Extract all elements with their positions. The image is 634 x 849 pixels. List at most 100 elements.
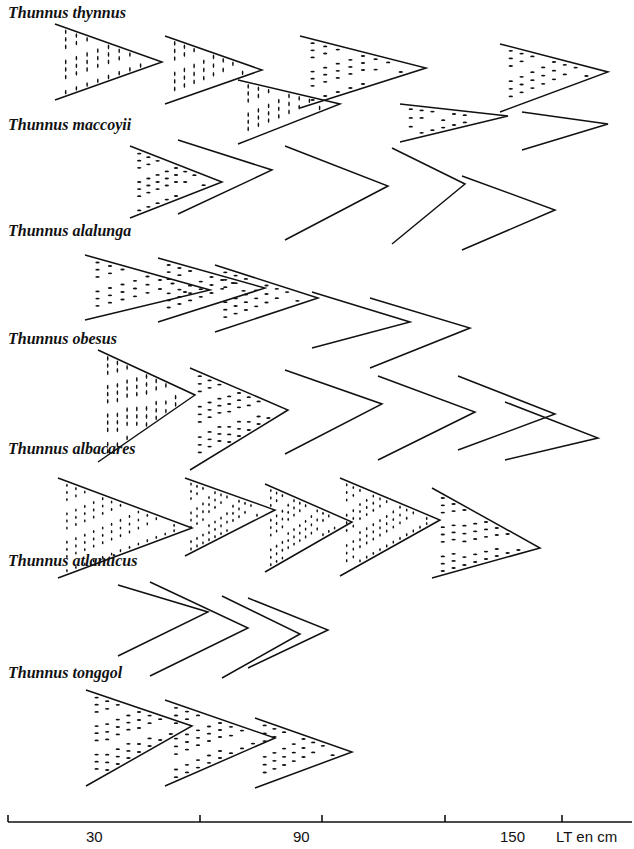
striation-mark (94, 768, 98, 770)
chevron-striation (265, 484, 352, 572)
striation-mark (287, 546, 289, 549)
striation-mark (76, 63, 78, 68)
striation-mark (190, 540, 192, 543)
striation-mark (223, 301, 227, 303)
striation-mark (202, 518, 204, 521)
striation-mark (218, 736, 222, 738)
striation-mark (451, 560, 455, 562)
striation-mark (240, 748, 244, 750)
striation-mark (287, 518, 289, 521)
striation-mark (213, 72, 215, 77)
striation-mark (207, 431, 211, 433)
striation-mark (322, 512, 324, 515)
striation-mark (214, 491, 216, 494)
striation-mark (94, 732, 98, 734)
striation-mark (217, 398, 221, 400)
striation-mark (509, 65, 513, 67)
striation-mark (473, 530, 477, 532)
striation-mark (282, 549, 284, 552)
striation-mark (167, 292, 171, 294)
striation-mark (282, 748, 286, 750)
striation-mark (208, 531, 210, 534)
striation-mark (105, 731, 109, 733)
striation-mark (214, 506, 216, 509)
striation-mark (105, 708, 109, 710)
striation-mark (346, 498, 348, 501)
striation-mark (232, 505, 234, 508)
striation-mark (93, 530, 95, 533)
striation-mark (145, 292, 149, 294)
striation-mark (348, 59, 352, 61)
striation-mark (146, 192, 150, 194)
striation-mark (177, 296, 181, 298)
striation-mark (184, 52, 186, 57)
striation-mark (146, 382, 148, 387)
striation-mark (353, 509, 355, 512)
striation-mark (270, 519, 272, 522)
striation-mark (136, 414, 138, 419)
striation-mark (165, 171, 169, 173)
striation-mark (102, 541, 104, 544)
striation-mark (174, 738, 178, 740)
striation-mark (495, 555, 499, 557)
striation-mark (323, 81, 327, 83)
striation-mark (107, 370, 109, 375)
striation-mark (276, 492, 278, 495)
striation-mark (299, 532, 301, 535)
striation-mark (359, 503, 361, 506)
striation-mark (138, 510, 140, 513)
striation-mark (94, 754, 98, 756)
striation-mark (137, 743, 141, 745)
striation-mark (233, 313, 237, 315)
striation-mark (129, 515, 131, 518)
striation-mark (75, 487, 77, 490)
striation-mark (495, 548, 499, 550)
striation-mark (509, 88, 513, 90)
striation-mark (272, 728, 276, 730)
striation-mark (105, 754, 109, 756)
striation-mark (220, 524, 222, 527)
striation-mark (86, 52, 88, 57)
striation-mark (426, 522, 428, 525)
striation-mark (373, 509, 375, 512)
striation-mark (353, 525, 355, 528)
striation-mark (86, 60, 88, 65)
striation-mark (309, 98, 311, 103)
striation-mark (346, 559, 348, 562)
striation-mark (136, 407, 138, 412)
striation-mark (207, 409, 211, 411)
striation-mark (76, 86, 78, 91)
striation-mark (75, 509, 77, 512)
striation-mark (117, 368, 119, 373)
striation-mark (346, 544, 348, 547)
striation-mark (451, 532, 455, 534)
striation-mark (86, 82, 88, 87)
striation-mark (217, 384, 221, 386)
striation-mark (386, 500, 388, 503)
striation-mark (213, 63, 215, 68)
striation-mark (247, 396, 251, 398)
striation-mark (111, 530, 113, 533)
striation-mark (386, 544, 388, 547)
striation-mark (158, 279, 162, 281)
striation-mark (177, 267, 181, 269)
chevron-striation (432, 488, 540, 578)
striation-mark (220, 532, 222, 535)
striation-mark (66, 548, 68, 551)
striation-mark (156, 517, 158, 520)
striation-mark (155, 181, 159, 183)
striation-mark (164, 532, 166, 535)
striation-mark (237, 428, 241, 430)
striation-mark (165, 178, 169, 180)
striation-mark (213, 55, 215, 60)
striation-mark (105, 723, 109, 725)
striation-mark (247, 98, 249, 103)
striation-mark (185, 749, 189, 751)
striation-mark (282, 525, 284, 528)
striation-mark (361, 62, 365, 64)
striation-mark (120, 284, 124, 286)
striation-mark (287, 511, 289, 514)
striation-mark (413, 529, 415, 532)
striation-mark (319, 106, 321, 111)
striation-mark (293, 543, 295, 546)
